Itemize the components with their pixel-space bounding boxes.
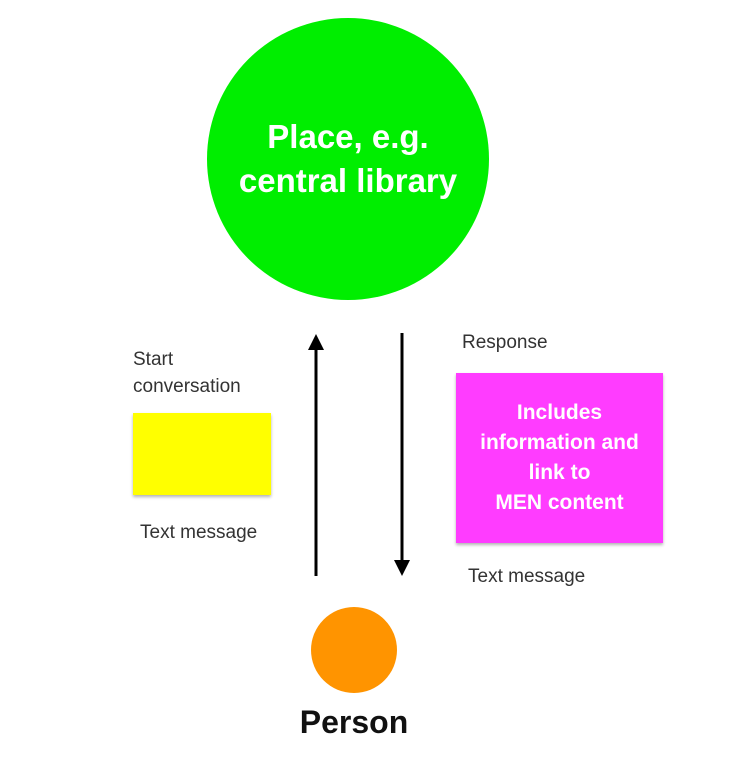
person-node	[311, 607, 397, 693]
left-text-message-label: Text message	[140, 522, 258, 543]
place-node: Place, e.g. central library	[207, 18, 489, 300]
up-arrow	[308, 334, 324, 576]
response-box: Includes information and link to MEN con…	[456, 373, 663, 543]
place-label: Place, e.g. central library	[238, 118, 458, 199]
right-text-message-label: Text message	[468, 566, 586, 587]
down-arrow	[394, 333, 410, 576]
text-message-box	[133, 413, 271, 495]
person-label: Person	[299, 704, 409, 740]
start-conversation-label: Start conversation	[133, 349, 241, 397]
response-label: Response	[462, 332, 548, 353]
